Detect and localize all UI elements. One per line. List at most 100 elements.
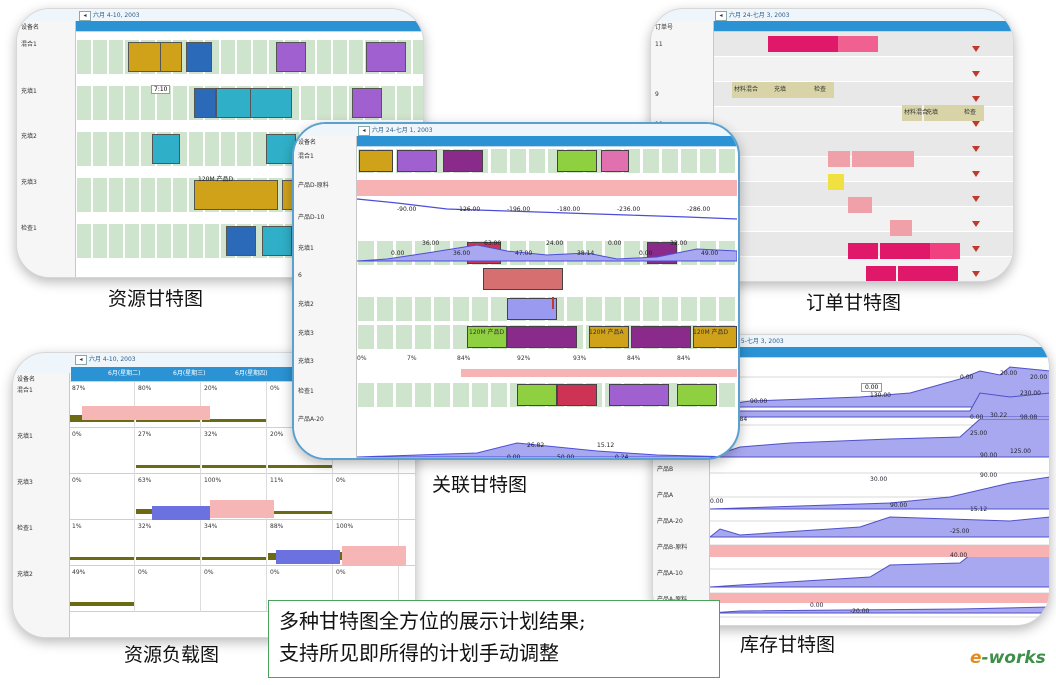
row-label: 充填1 (298, 245, 314, 252)
inventory-value: 24.00 (546, 240, 563, 247)
load-bar (70, 602, 134, 606)
order-task-bar (880, 243, 930, 259)
order-task-bar (812, 82, 834, 98)
column-header-label: 设备名 (17, 376, 36, 383)
order-task-bar (930, 243, 960, 259)
inventory-value: -25.00 (950, 528, 970, 535)
grid-cell (719, 149, 735, 173)
day-divider (398, 566, 399, 612)
linked-curves: -90.00-126.00-196.00-180.00-236.00-286.0… (357, 198, 737, 458)
day-label: 6月(星期三) (173, 370, 206, 377)
row-label: 产品A-原料 (657, 594, 687, 603)
day-divider (200, 382, 201, 428)
load-percent: 0% (204, 569, 214, 576)
grid-cell (205, 224, 219, 258)
task-bar (250, 88, 292, 118)
grid-cell (662, 149, 678, 173)
nav-prev-button[interactable]: ◂ (715, 11, 727, 21)
shortage-band (357, 180, 737, 196)
order-task-bar (848, 197, 872, 213)
task-bar (557, 384, 597, 406)
inventory-value: 0.00 (507, 454, 521, 458)
row-label: 产品A-10 (657, 570, 683, 577)
row-label: 产品B (657, 466, 674, 473)
grid-cell (681, 149, 697, 173)
logo-prefix: e (970, 648, 982, 668)
row-label: 充填2 (17, 571, 33, 578)
order-task-bar (768, 36, 838, 52)
day-divider (134, 428, 135, 474)
load-grid[interactable]: 87%80%20%0%0%27%32%20%0%63%100%11%0%1%32… (70, 382, 415, 637)
order-task-bar (828, 174, 844, 190)
inventory-value: -126.00 (457, 206, 480, 213)
grid-cell (301, 86, 315, 120)
grid-cell (434, 383, 450, 407)
load-percent: 88% (270, 523, 284, 530)
grid-cell (221, 132, 235, 166)
load-percent: 80% (138, 385, 152, 392)
load-percent: 0% (357, 355, 367, 362)
overload-band (342, 546, 406, 566)
grid-cell (491, 149, 507, 173)
grid-cell (141, 132, 155, 166)
task-step-label: 充填 (774, 86, 787, 93)
grid-cell (189, 132, 203, 166)
grid-cell (125, 178, 139, 212)
load-bar (136, 557, 200, 560)
nav-prev-button[interactable]: ◂ (75, 355, 87, 365)
inventory-value: -236.00 (617, 206, 640, 213)
grid-cell (415, 383, 431, 407)
shortage-band (710, 545, 1049, 557)
row-label: 充填3 (17, 479, 33, 486)
overload-band (210, 500, 274, 518)
grid-cell (125, 132, 139, 166)
grid-cell (586, 297, 602, 321)
grid-cell (396, 297, 412, 321)
caption-resource-gantt: 资源甘特图 (108, 288, 204, 310)
inventory-area (710, 606, 1049, 614)
due-date-marker (972, 71, 980, 77)
nav-prev-button[interactable]: ◂ (79, 11, 91, 21)
load-percent: 92% (517, 355, 531, 362)
grid-cell (125, 86, 139, 120)
inventory-value: 30.22 (990, 412, 1007, 419)
grid-cell (358, 325, 374, 349)
row-label: 充填1 (17, 433, 33, 440)
inventory-value: 49.00 (701, 250, 718, 257)
grid-cell (317, 40, 331, 74)
due-date-marker (972, 221, 980, 227)
task-bar (517, 384, 557, 406)
inventory-value: 125.00 (1010, 448, 1031, 455)
nav-prev-button[interactable]: ◂ (358, 126, 370, 136)
day-divider (266, 474, 267, 520)
grid-cell (157, 178, 171, 212)
task-bar (609, 384, 669, 406)
inventory-value: 32.00 (670, 240, 687, 247)
task-bar (443, 150, 483, 172)
due-date-marker (972, 46, 980, 52)
inventory-value: 0.00 (970, 414, 984, 421)
caption-linked-gantt: 关联甘特图 (432, 474, 528, 496)
timeline-header (294, 124, 738, 147)
inventory-value: 30.00 (870, 476, 887, 483)
day-divider (266, 520, 267, 566)
inventory-value: -286.00 (687, 206, 710, 213)
load-percent: 84% (457, 355, 471, 362)
inventory-value: 63.00 (484, 240, 501, 247)
due-date-marker (972, 246, 980, 252)
inventory-area (357, 442, 737, 458)
task-bar (366, 42, 406, 72)
grid-cell (377, 325, 393, 349)
inventory-value: 0.00 (391, 250, 405, 257)
day-divider (332, 566, 333, 612)
grid-cell (253, 40, 267, 74)
inventory-value: 0.00 (639, 250, 653, 257)
grid-cell (397, 86, 411, 120)
grid-cell (434, 297, 450, 321)
load-percent: 63% (138, 477, 152, 484)
load-percent: 20% (270, 431, 284, 438)
day-divider (134, 474, 135, 520)
order-task-bar (852, 151, 896, 167)
order-task-bar (902, 105, 922, 121)
gantt-grid[interactable]: 材料混合充填检查材料混合充填检查 (714, 32, 1013, 281)
